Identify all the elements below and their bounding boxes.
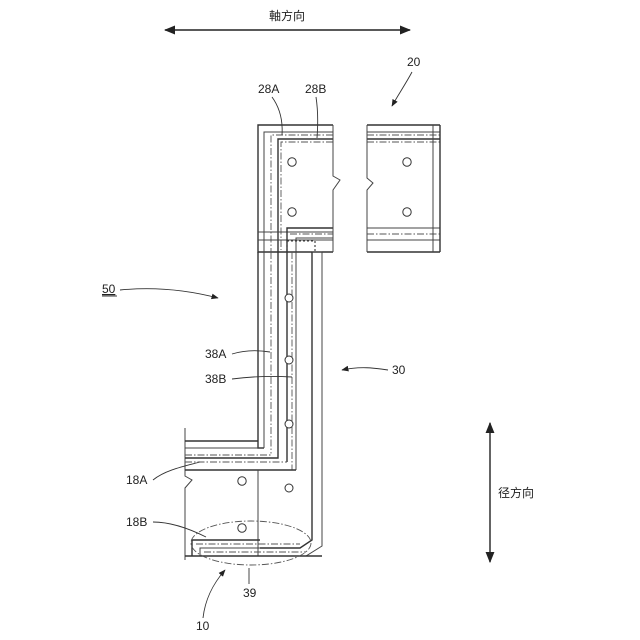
ref-38A: 38A [205, 347, 270, 361]
bolt-hole [238, 524, 246, 532]
svg-text:10: 10 [196, 619, 210, 633]
svg-text:39: 39 [243, 586, 257, 600]
bolt-hole [285, 356, 293, 364]
svg-text:20: 20 [407, 55, 421, 69]
ref-10: 10 [196, 570, 225, 633]
bolt-hole [288, 158, 296, 166]
ref-39: 39 [243, 568, 257, 600]
bolt-hole [238, 477, 246, 485]
radial-direction-indicator: 径方向 [490, 423, 534, 562]
svg-text:30: 30 [392, 363, 406, 377]
svg-text:18A: 18A [126, 473, 147, 487]
ref-28A: 28A [258, 82, 282, 135]
ref-50: 50 [102, 282, 218, 298]
bolt-hole [285, 484, 293, 492]
upper-module-left [258, 125, 340, 252]
svg-text:38A: 38A [205, 347, 226, 361]
detail-ellipse [191, 521, 311, 565]
svg-text:18B: 18B [126, 515, 147, 529]
ref-18B: 18B [126, 515, 206, 537]
bolt-hole [403, 158, 411, 166]
bolt-hole [285, 294, 293, 302]
svg-text:38B: 38B [205, 372, 226, 386]
overlap-region [287, 241, 315, 252]
axial-direction-label: 軸方向 [269, 8, 305, 23]
ref-20: 20 [392, 55, 421, 106]
axial-direction-indicator: 軸方向 [165, 8, 410, 30]
middle-member [258, 241, 322, 556]
ref-38B: 38B [205, 372, 292, 386]
ref-30: 30 [342, 363, 406, 377]
lower-module [185, 428, 322, 560]
svg-text:28A: 28A [258, 82, 279, 96]
bolt-hole [285, 420, 293, 428]
svg-text:50: 50 [102, 282, 116, 296]
svg-text:28B: 28B [305, 82, 326, 96]
ref-28B: 28B [305, 82, 326, 138]
radial-direction-label: 径方向 [498, 485, 534, 500]
upper-module-right [367, 125, 440, 252]
bolt-hole [403, 208, 411, 216]
bolt-hole [288, 208, 296, 216]
